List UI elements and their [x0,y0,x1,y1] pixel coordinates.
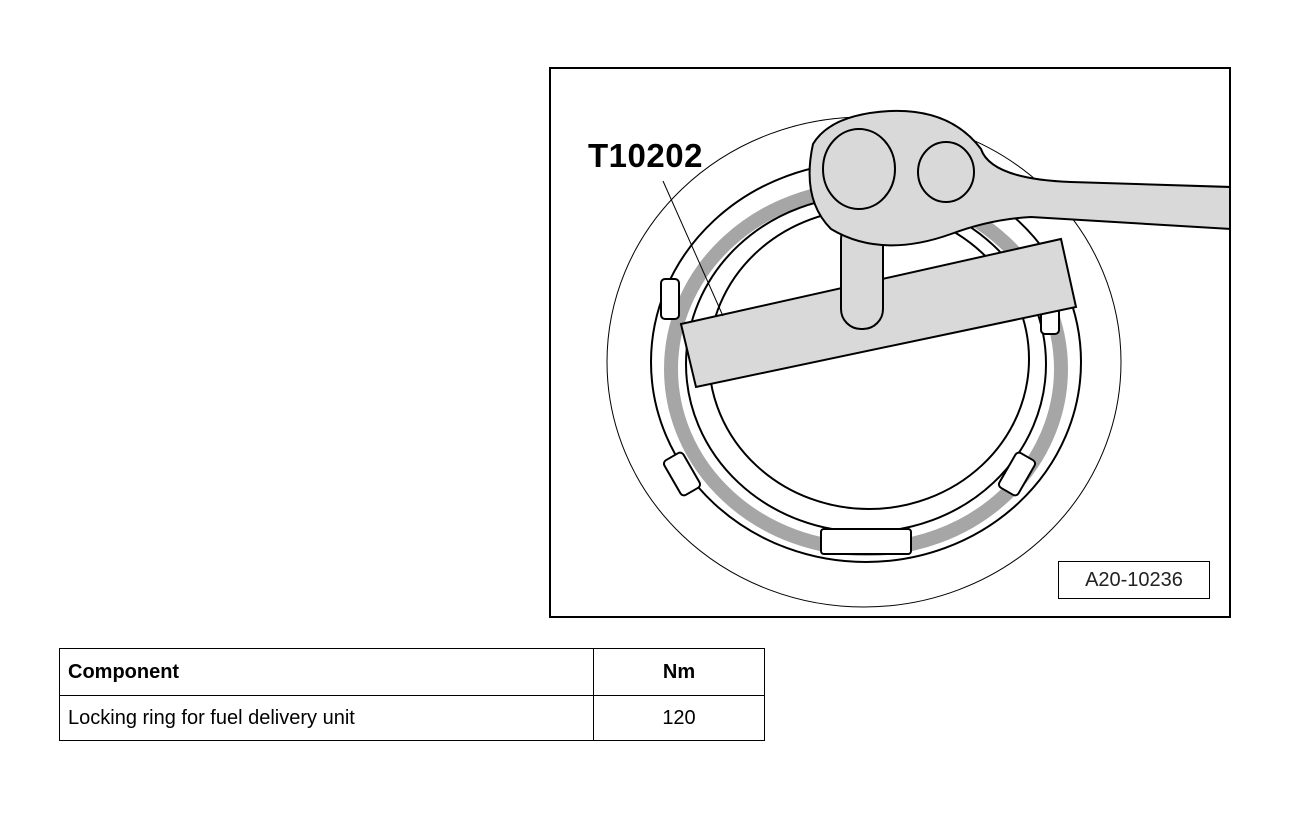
figure-id: A20-10236 [1058,561,1210,599]
table-row: Locking ring for fuel delivery unit 120 [59,695,765,741]
illustration-figure: T10202 A20-10236 [549,67,1231,618]
ring-lugs [660,278,1060,555]
header-component: Component [59,648,594,696]
fuel-pump-locking-ring-illustration [606,109,1229,608]
ratchet-wrench [808,109,1229,247]
torque-table: Component Nm Locking ring for fuel deliv… [59,648,765,741]
callout-line [662,180,724,317]
cell-nm: 120 [593,695,765,741]
cell-component: Locking ring for fuel delivery unit [59,695,594,741]
tool-label: T10202 [588,137,703,174]
header-nm: Nm [593,648,765,696]
table-header-row: Component Nm [59,648,765,696]
